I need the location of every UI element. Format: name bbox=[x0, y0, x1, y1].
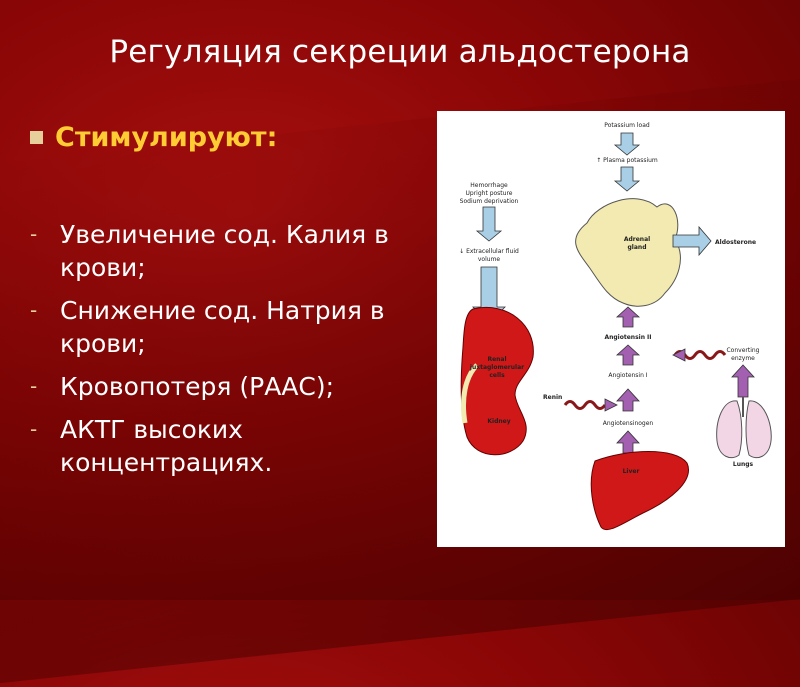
slide-title: Регуляция секреции альдостерона bbox=[109, 34, 691, 70]
label-aldosterone: Aldosterone bbox=[715, 239, 756, 246]
arrow-up-icon bbox=[615, 306, 641, 328]
lung-right-icon bbox=[745, 400, 772, 459]
arrow-down-icon bbox=[613, 132, 641, 156]
dash-icon: - bbox=[30, 298, 38, 322]
label-plasma-potassium: ↑ Plasma potassium bbox=[596, 157, 658, 164]
arrow-down-icon bbox=[613, 166, 641, 192]
label-gland: gland bbox=[628, 244, 647, 251]
arrow-left-icon bbox=[672, 348, 686, 362]
label-sodium-deprivation: Sodium deprivation bbox=[460, 198, 519, 205]
label-cells: cells bbox=[489, 372, 505, 379]
dash-icon: - bbox=[30, 222, 38, 246]
label-renal: Renal bbox=[487, 356, 506, 363]
label-adrenal: Adrenal bbox=[624, 236, 650, 243]
list-item: -АКТГ высоких концентрациях. bbox=[30, 413, 430, 479]
ureter-icon bbox=[461, 363, 479, 424]
label-renin: Renin bbox=[543, 394, 562, 401]
kidney-icon bbox=[460, 307, 534, 456]
label-upright-posture: Upright posture bbox=[466, 190, 513, 197]
label-angiotensin-2: Angiotensin II bbox=[604, 334, 651, 341]
label-angiotensin-1: Angiotensin I bbox=[608, 372, 647, 379]
list-item: -Увеличение сод. Калия в крови; bbox=[30, 218, 430, 284]
raas-diagram-svg: Potassium load ↑ Plasma potassium Hemorr… bbox=[459, 122, 772, 531]
dash-icon: - bbox=[30, 374, 38, 398]
arrow-up-icon bbox=[616, 430, 640, 454]
label-ecf: ↓ Extracellular fluid bbox=[459, 248, 519, 255]
liver-icon bbox=[590, 451, 689, 531]
square-bullet-icon bbox=[30, 131, 43, 144]
dash-icon: - bbox=[30, 417, 38, 441]
bullet-heading-text: Стимулируют: bbox=[55, 122, 278, 153]
arrow-right-icon bbox=[604, 398, 618, 412]
label-juxtaglomerular: juxtaglomerular bbox=[469, 364, 524, 371]
slide: Регуляция секреции альдостерона Стимулир… bbox=[0, 34, 800, 687]
label-angiotensinogen: Angiotensinogen bbox=[603, 420, 654, 427]
stimulus-list: -Увеличение сод. Калия в крови; -Снижени… bbox=[30, 218, 430, 489]
label-potassium-load: Potassium load bbox=[604, 122, 650, 129]
arrow-up-icon bbox=[616, 388, 640, 412]
list-item-text: Снижение сод. Натрия в крови; bbox=[60, 296, 385, 358]
raas-diagram: Potassium load ↑ Plasma potassium Hemorr… bbox=[437, 111, 785, 547]
lung-left-icon bbox=[716, 400, 743, 459]
arrow-up-icon bbox=[731, 364, 755, 398]
arrow-down-icon bbox=[475, 206, 503, 242]
label-lungs: Lungs bbox=[733, 461, 754, 468]
label-enzyme: enzyme bbox=[731, 355, 755, 362]
label-kidney: Kidney bbox=[487, 418, 510, 425]
list-item: -Кровопотеря (РААС); bbox=[30, 370, 430, 403]
label-ecf-volume: volume bbox=[478, 256, 501, 263]
label-hemorrhage: Hemorrhage bbox=[470, 182, 508, 189]
squiggle-icon bbox=[563, 400, 607, 410]
arrow-up-icon bbox=[615, 344, 641, 366]
label-converting: Converting bbox=[726, 347, 759, 354]
list-item: -Снижение сод. Натрия в крови; bbox=[30, 294, 430, 360]
list-item-text: Увеличение сод. Калия в крови; bbox=[60, 220, 389, 282]
list-item-text: Кровопотеря (РААС); bbox=[60, 372, 335, 401]
adrenal-gland-icon bbox=[575, 198, 681, 307]
bullet-heading: Стимулируют: bbox=[30, 122, 277, 153]
arrow-right-icon bbox=[672, 225, 712, 257]
list-item-text: АКТГ высоких концентрациях. bbox=[60, 415, 273, 477]
label-liver: Liver bbox=[623, 468, 640, 475]
